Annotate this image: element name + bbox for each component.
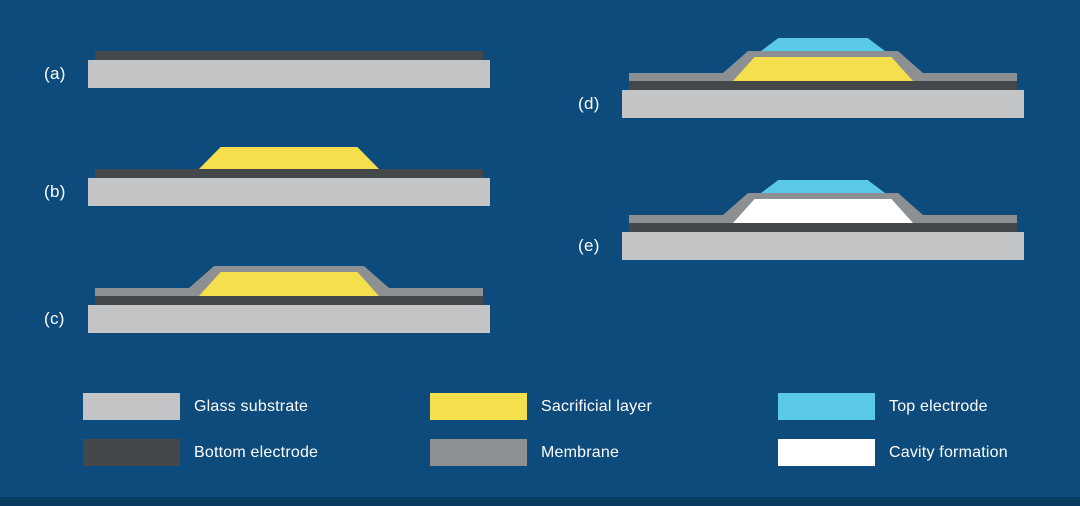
step-b-label: (b) [44,182,66,201]
glass-substrate-layer [88,178,490,206]
top-electrode-swatch [778,393,875,420]
sacrificial-layer [199,147,379,169]
step-e-label: (e) [578,236,600,255]
legend-label: Cavity formation [889,443,1008,461]
step-c-label: (c) [44,309,65,328]
top-electrode-layer [761,38,885,51]
cavity-layer [733,199,913,223]
legend-label: Bottom electrode [194,443,319,461]
legend-item-sacrificial-layer: Sacrificial layer [430,393,652,420]
process-step-c: (c) [44,243,490,333]
sacrificial-layer [199,272,379,296]
legend-item-bottom-electrode: Bottom electrode [83,439,318,466]
legend-item-cavity-formation: Cavity formation [778,439,1008,466]
legend-label: Top electrode [889,397,988,415]
step-d-label: (d) [578,94,600,113]
glass-substrate-layer [622,90,1024,118]
glass-substrate-layer [622,232,1024,260]
legend-item-top-electrode: Top electrode [778,393,988,420]
sacrificial-layer-swatch [430,393,527,420]
legend-label: Membrane [541,443,620,461]
bottom-electrode-layer [629,223,1017,232]
legend-item-glass-substrate: Glass substrate [83,393,308,420]
bottom-electrode-swatch [83,439,180,466]
legend-item-membrane: Membrane [430,439,619,466]
process-step-d: (d) [578,28,1024,118]
process-step-b: (b) [44,116,490,206]
membrane-swatch [430,439,527,466]
sacrificial-layer [733,57,913,81]
glass-substrate-layer [88,305,490,333]
process-step-a: (a) [44,0,490,88]
glass-substrate-layer [88,60,490,88]
glass-substrate-swatch [83,393,180,420]
bottom-electrode-layer [95,169,483,178]
cavity-formation-swatch [778,439,875,466]
legend-label: Glass substrate [194,397,309,415]
legend-label: Sacrificial layer [541,397,652,415]
bottom-electrode-layer [629,81,1017,90]
step-a-label: (a) [44,64,66,83]
footer-bar [0,497,1080,506]
bottom-electrode-layer [95,296,483,305]
bottom-electrode-layer [95,51,483,60]
top-electrode-layer [761,180,885,193]
process-step-e: (e) [578,170,1024,260]
